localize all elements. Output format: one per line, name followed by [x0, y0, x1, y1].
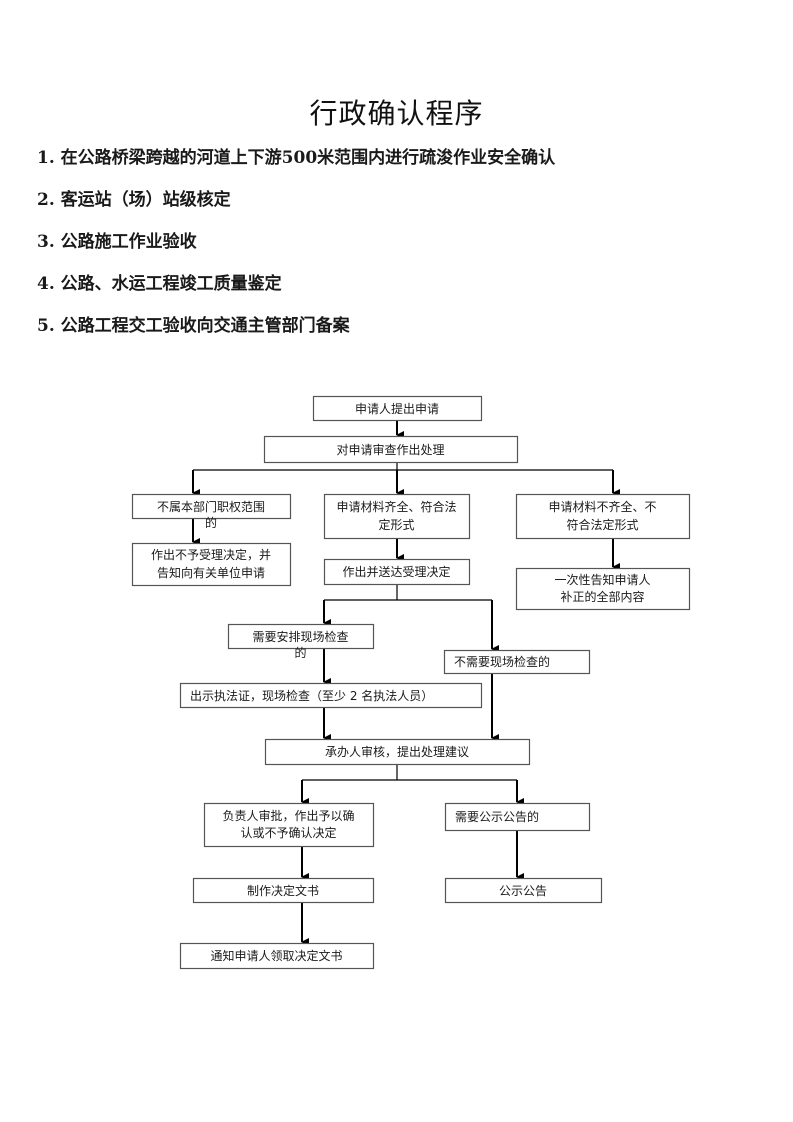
flow-node-label: 认或不予确认决定	[240, 825, 336, 840]
flow-node-label: 告知向有关单位申请	[157, 565, 265, 580]
flow-node-box	[323, 558, 471, 586]
flow-node-label: 出示执法证，现场检查（至少 2 名执法人员）	[190, 688, 433, 703]
flow-node-label: 需要安排现场检查	[252, 629, 348, 644]
flow-node-box	[263, 435, 519, 464]
flow-node-need-notice: 需要公示公告的	[444, 802, 591, 832]
procedure-item-2: 2. 客运站（场）站级核定	[37, 190, 231, 210]
flow-node-label: 一次性告知申请人	[554, 573, 650, 587]
flow-node-label: 申请材料齐全、符合法	[336, 499, 456, 514]
flow-node-box	[264, 738, 531, 766]
flow-node-box	[192, 877, 375, 904]
page-title: 行政确认程序	[309, 97, 484, 130]
flow-node-box	[131, 542, 292, 587]
flow-node-handler-review: 承办人审核，提出处理建议	[264, 738, 531, 766]
flow-node-complete: 申请材料齐全、符合法定形式	[323, 493, 471, 540]
flow-node-label: 补正的全部内容	[560, 589, 644, 604]
flow-node-publish: 公示公告	[444, 877, 603, 904]
flow-node-label: 申请人提出申请	[355, 401, 439, 416]
flow-node-apply: 申请人提出申请	[312, 395, 483, 422]
flow-node-no-inspection: 不需要现场检查的	[443, 649, 591, 675]
flow-node-box	[131, 493, 292, 520]
flow-node-label: 需要公示公告的	[455, 809, 539, 824]
flow-node-label: 公示公告	[499, 884, 547, 898]
flow-node-box	[312, 395, 483, 422]
flow-node-box	[179, 682, 483, 709]
flow-node-box	[515, 493, 691, 540]
flow-node-label: 符合法定形式	[566, 517, 638, 532]
flow-node-box	[227, 623, 375, 650]
flow-node-label: 申请材料不齐全、不	[548, 499, 656, 514]
flowchart-nodes: 申请人提出申请对申请审查作出处理不属本部门职权范围的申请材料齐全、符合法定形式申…	[131, 395, 691, 970]
flow-node-review: 对申请审查作出处理	[263, 435, 519, 464]
flow-node-box	[179, 942, 375, 970]
flow-node-box	[443, 649, 591, 675]
flow-node-label: 定形式	[378, 517, 414, 532]
flow-node-label: 作出不予受理决定，并	[151, 547, 271, 562]
flowchart-connectors	[192, 420, 620, 946]
flow-node-notify-collect: 通知申请人领取决定文书	[179, 942, 375, 970]
flow-node-label: 不需要现场检查的	[454, 654, 550, 669]
flow-node-inspect: 出示执法证，现场检查（至少 2 名执法人员）	[179, 682, 483, 709]
flow-node-box	[444, 877, 603, 904]
flow-node-label: 承办人审核，提出处理建议	[325, 744, 469, 759]
flow-node-label: 通知申请人领取决定文书	[210, 948, 342, 963]
flow-node-label: 制作决定文书	[247, 883, 319, 898]
flow-node-label: 作出并送达受理决定	[342, 564, 450, 579]
flow-node-make-doc: 制作决定文书	[192, 877, 375, 904]
procedure-item-3: 3. 公路施工作业验收	[37, 232, 197, 252]
flow-node-label: 不属本部门职权范围	[157, 499, 265, 514]
flow-node-box	[323, 493, 471, 540]
procedure-item-1: 1. 在公路桥梁跨越的河道上下游500米范围内进行疏浚作业安全确认	[37, 148, 556, 168]
flow-node-label: 的	[205, 515, 217, 530]
flow-node-box	[444, 802, 591, 832]
flow-node-box	[203, 802, 375, 848]
procedure-item-4: 4. 公路、水运工程竣工质量鉴定	[37, 274, 282, 294]
flow-node-label: 负责人审批，作出予以确	[222, 808, 354, 823]
procedure-item-5: 5. 公路工程交工验收向交通主管部门备案	[37, 316, 350, 336]
flow-node-label: 对申请审查作出处理	[336, 442, 444, 457]
flow-node-box	[515, 567, 691, 611]
flow-node-accept: 作出并送达受理决定	[323, 558, 471, 586]
flow-node-label: 的	[294, 645, 306, 660]
